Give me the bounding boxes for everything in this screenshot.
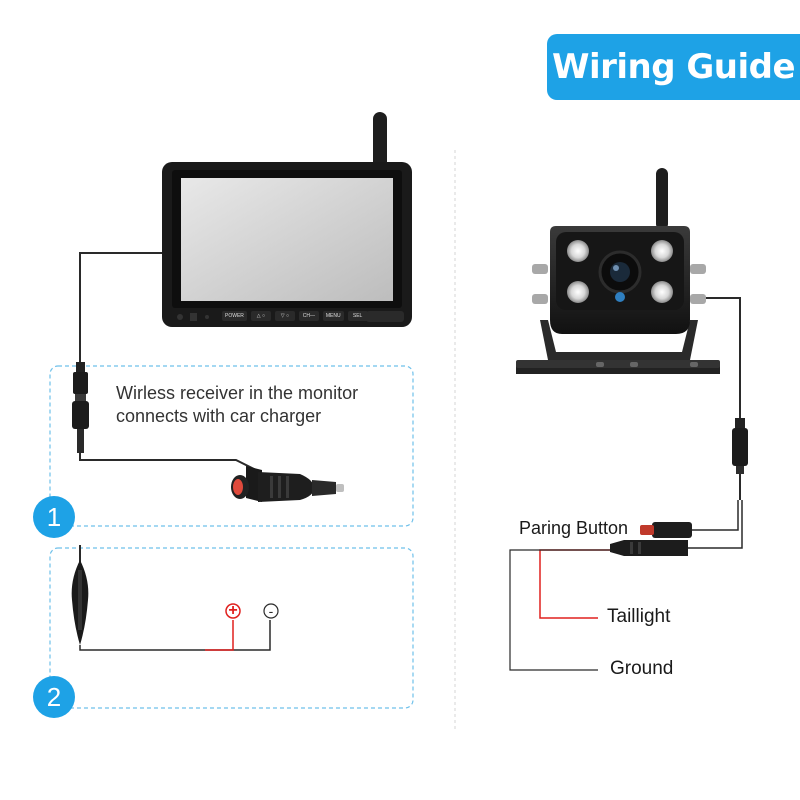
inline-connector-icon bbox=[72, 362, 89, 453]
camera-cable bbox=[706, 297, 741, 432]
monitor-antenna-icon bbox=[373, 112, 387, 172]
ground-wire bbox=[509, 549, 610, 671]
pairing-button-icon bbox=[640, 522, 692, 538]
camera-bracket-icon bbox=[516, 320, 720, 374]
camera-icon bbox=[532, 226, 706, 334]
pairing-button-label: Paring Button bbox=[519, 518, 629, 538]
pairing-wire bbox=[692, 500, 739, 531]
fuse-holder-icon bbox=[71, 560, 89, 645]
power-lead bbox=[688, 500, 743, 549]
charger-cable bbox=[79, 452, 261, 473]
camera-antenna-icon bbox=[656, 168, 668, 230]
negative-terminal-icon bbox=[263, 603, 279, 619]
monitor-icon bbox=[162, 162, 412, 327]
monitor-down-button: ▽ ○ bbox=[274, 311, 295, 321]
ground-label: Ground bbox=[610, 658, 674, 679]
power-wire-negative bbox=[79, 620, 271, 651]
step2-box bbox=[49, 547, 414, 709]
positive-terminal-label: + bbox=[228, 602, 238, 619]
monitor-power-button: POWER bbox=[222, 311, 247, 321]
monitor-menu-button: MENU bbox=[322, 311, 344, 321]
step1-box bbox=[49, 365, 414, 527]
negative-terminal-label: - bbox=[268, 603, 274, 619]
taillight-wire bbox=[539, 549, 610, 619]
positive-terminal-icon bbox=[225, 603, 241, 619]
monitor-ch-button: CH— bbox=[298, 311, 319, 321]
monitor-up-button: △ ○ bbox=[250, 311, 271, 321]
taillight-label: Taillight bbox=[607, 606, 671, 627]
step2-number-badge: 2 bbox=[33, 676, 75, 718]
wiring-guide-banner: Wiring Guide bbox=[547, 34, 800, 100]
step1-caption: Wirless receiver in the monitor connects… bbox=[116, 383, 359, 426]
monitor-button-row: POWER △ ○ ▽ ○ CH— MENU SEL bbox=[222, 311, 368, 321]
monitor-sel-button: SEL bbox=[347, 311, 368, 321]
power-plug-icon bbox=[610, 540, 688, 556]
monitor-cable bbox=[79, 252, 162, 365]
step1-number-badge: 1 bbox=[33, 496, 75, 538]
camera-connector-icon bbox=[732, 418, 748, 474]
car-charger-icon bbox=[231, 466, 344, 502]
power-wire-positive bbox=[205, 620, 234, 651]
